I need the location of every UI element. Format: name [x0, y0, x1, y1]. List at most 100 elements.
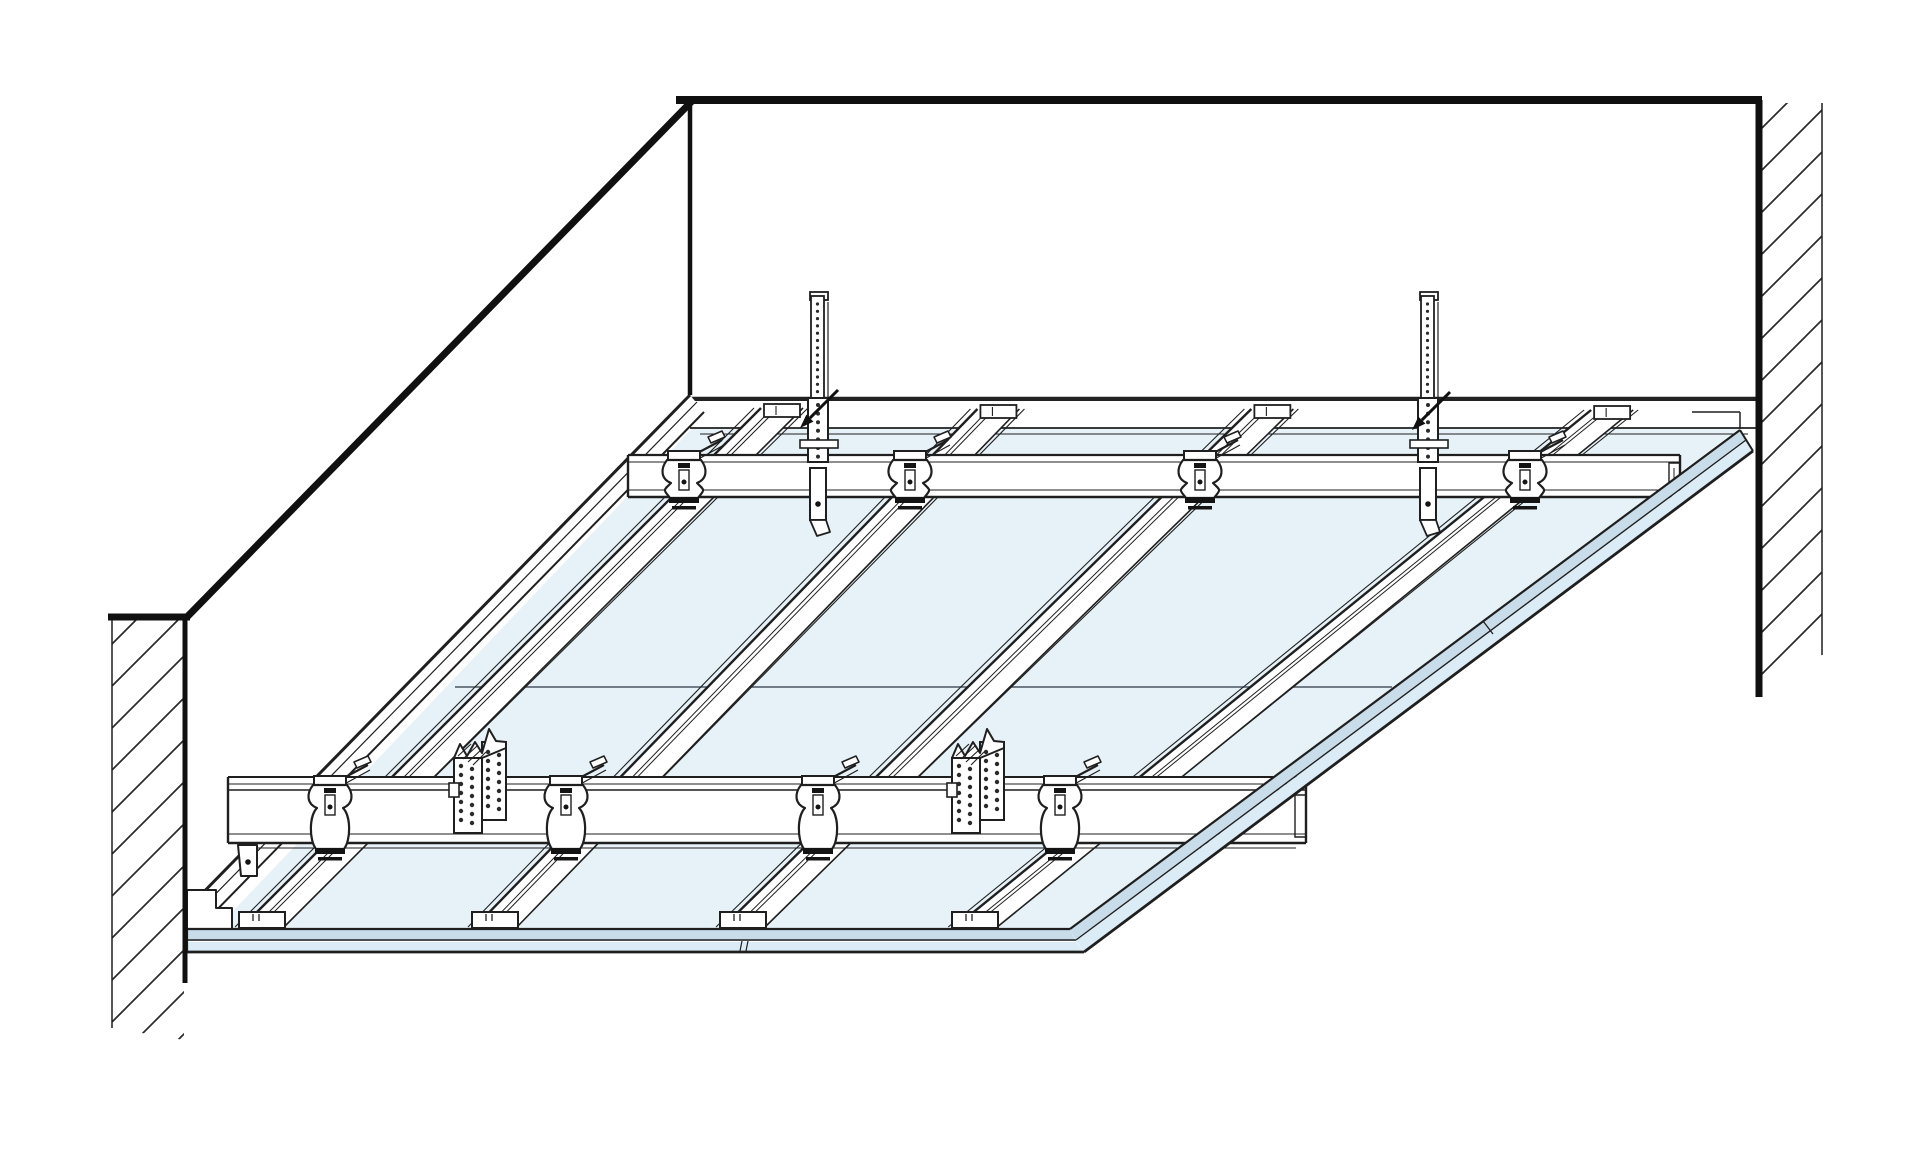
- channel-back-stub: [1593, 405, 1632, 420]
- clip-foot: [895, 497, 925, 503]
- clip-hole: [1057, 804, 1063, 810]
- clip-top-plate: [893, 450, 927, 461]
- sleeve-flange: [1409, 439, 1449, 449]
- hanger-hatch-line: [965, 748, 981, 763]
- board-edge-top-line: [1069, 429, 1741, 930]
- strap-hole: [1425, 382, 1430, 386]
- clip-base: [1048, 857, 1072, 861]
- hanger-hole: [983, 785, 989, 791]
- clip-top-plate: [313, 775, 347, 786]
- hook-foot: [1419, 519, 1441, 537]
- left-wall-section: [108, 613, 190, 1040]
- clip-top-plate: [1183, 450, 1217, 461]
- hanger-hole: [496, 788, 502, 794]
- clip-strap-tab: [841, 755, 860, 769]
- runner-body: [228, 777, 1306, 843]
- clip-strap-tab: [933, 430, 952, 444]
- clip-hole: [907, 479, 913, 485]
- hook-hole: [815, 501, 821, 507]
- hanger-hook-plate: [448, 782, 460, 798]
- sleeve-hole: [816, 428, 820, 433]
- board-edge-layer-2: [187, 942, 1083, 951]
- hanger-hole: [485, 776, 491, 782]
- channel-back-stub: [979, 404, 1018, 419]
- hanger-hole: [485, 794, 491, 800]
- strap-hole: [815, 360, 820, 364]
- hanger-hole: [485, 767, 491, 773]
- clip-slot: [904, 463, 916, 468]
- clip-slot: [1054, 788, 1066, 793]
- room-outlines: [183, 96, 1762, 621]
- hanger-hole: [496, 806, 502, 812]
- hanger-hole: [967, 775, 973, 781]
- left-wall-inner-face: [187, 101, 692, 909]
- insertion-arrows: [800, 388, 1452, 430]
- clip-strap-tab: [1223, 430, 1242, 444]
- cross-connector-clips-back: [661, 430, 1567, 510]
- hanger-hole: [485, 785, 491, 791]
- channel-back-stub: [763, 403, 801, 418]
- hanger-torn-top: [453, 728, 507, 759]
- strap-hole: [815, 331, 820, 335]
- sleeve-hole: [816, 403, 820, 407]
- hanger-hole: [983, 794, 989, 800]
- clip-top-plate: [801, 775, 835, 786]
- arrow-shaft: [808, 388, 840, 420]
- hanger-hatch-line: [462, 745, 478, 760]
- clip-foot: [315, 848, 345, 854]
- clip-top-plate: [1043, 775, 1077, 786]
- board-layer-divider: [1075, 439, 1747, 941]
- strap-hole: [1425, 317, 1430, 321]
- perforated-hangers-front: [448, 728, 1005, 834]
- strap-hole: [815, 390, 820, 394]
- hanger-hole: [458, 763, 464, 769]
- strap-hole: [815, 368, 820, 372]
- hanger-hole: [469, 775, 475, 781]
- hanger-hook-plate: [946, 782, 958, 798]
- clip-foot: [1510, 497, 1540, 503]
- strap-hole: [815, 302, 820, 306]
- hanger-hatch-line: [970, 751, 985, 766]
- hanger-hole: [956, 817, 962, 823]
- wall-hatch-area: [1762, 103, 1822, 697]
- clip-strap-tab: [353, 755, 372, 769]
- wall-hatch-area: [112, 617, 184, 1040]
- arrow-head: [800, 414, 814, 428]
- main-runner-front: [226, 776, 1308, 877]
- wall-ceiling-edge-diagonal: [183, 97, 696, 621]
- strap-hole: [1425, 390, 1430, 394]
- hanger-hatch-line: [472, 751, 487, 766]
- hanger-hole: [994, 788, 1000, 794]
- strap-hook-plate: [809, 467, 827, 521]
- hanger-hole: [983, 758, 989, 764]
- board-edge-layer-1: [187, 930, 1076, 941]
- hanger-hole: [469, 793, 475, 799]
- hanger-hole: [496, 797, 502, 803]
- hook-hole: [1425, 501, 1431, 507]
- hanger-hole: [956, 772, 962, 778]
- hanger-hole: [458, 781, 464, 787]
- strap-hole: [1425, 368, 1430, 372]
- hanger-hole: [967, 793, 973, 799]
- hanger-hole: [496, 761, 502, 767]
- clip-slot: [1194, 463, 1206, 468]
- hanger-hole: [994, 797, 1000, 803]
- hanger-hole: [458, 799, 464, 805]
- clip-top-plate: [667, 450, 701, 461]
- hanger-hole: [469, 784, 475, 790]
- strap-hole: [815, 324, 820, 328]
- right-wall-section: [1755, 100, 1823, 697]
- sleeve-hole: [1426, 454, 1430, 459]
- hanger-hole: [994, 806, 1000, 812]
- hanger-hole: [469, 820, 475, 826]
- sleeve-hole: [1426, 420, 1430, 425]
- hanger-hole: [485, 803, 491, 809]
- arrow-head: [1412, 416, 1426, 430]
- hanger-hatch-line: [955, 743, 970, 757]
- channel-front-stub: [951, 911, 999, 929]
- clip-base: [554, 857, 578, 861]
- hanger-hole: [496, 770, 502, 776]
- clip-foot: [803, 848, 833, 854]
